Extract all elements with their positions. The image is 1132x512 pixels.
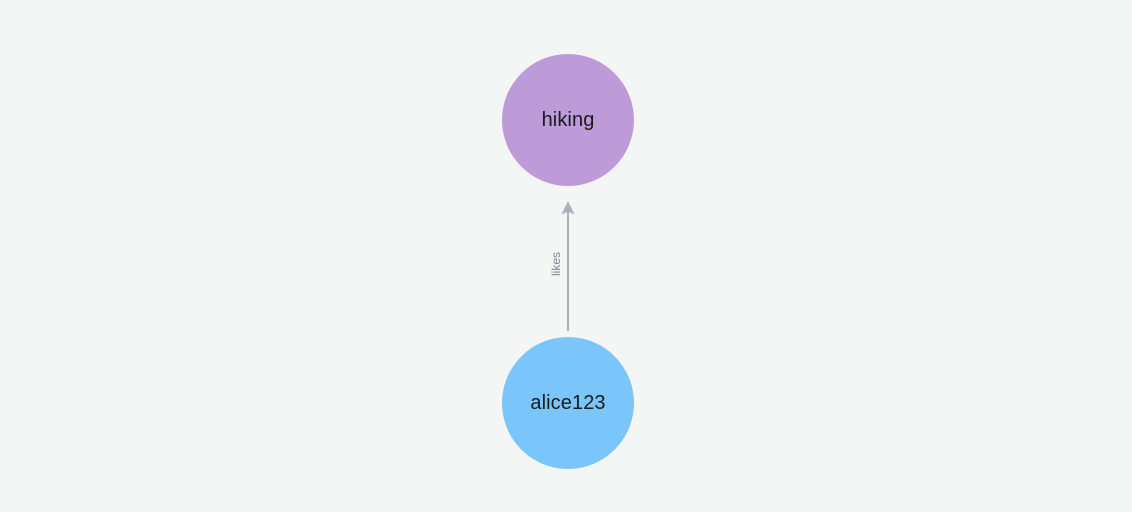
graph-node-hiking[interactable]: hiking [502,54,634,186]
edge-label-likes: likes [549,252,563,277]
graph-node-label: alice123 [530,392,606,414]
graph-node-alice123[interactable]: alice123 [502,337,634,469]
graph-node-label: hiking [541,109,595,131]
